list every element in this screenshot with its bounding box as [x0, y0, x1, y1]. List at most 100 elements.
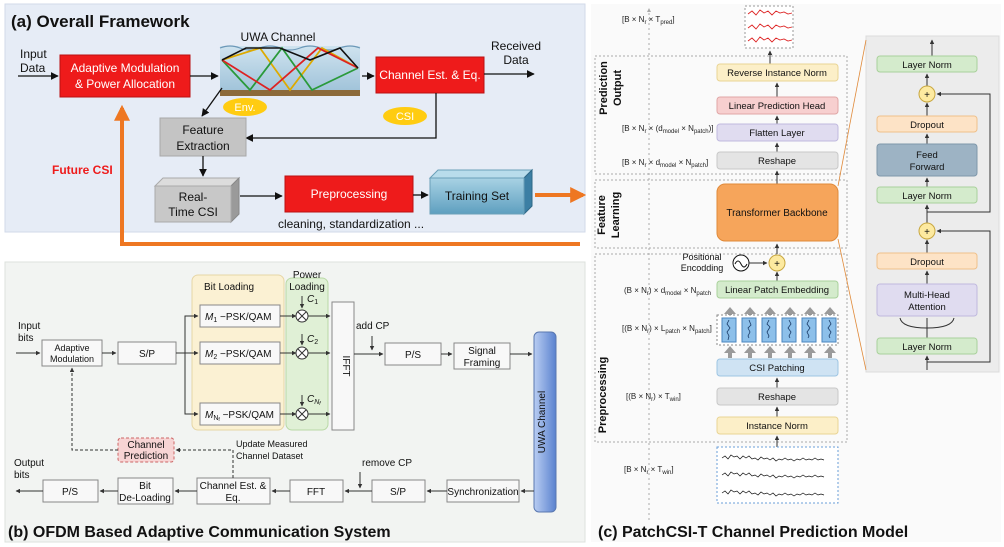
csi-patching-block — [716, 358, 839, 377]
panel-c-title: (c) PatchCSI-T Channel Prediction Model — [598, 524, 908, 541]
reshape-label: Reshape — [758, 156, 796, 167]
prediction-wave-2 — [747, 23, 793, 30]
uwa-channel-block-label: UWA Channel — [537, 391, 548, 453]
arrow-sp-to-mn — [184, 353, 199, 417]
flatten-layer-label: Flatten Layer — [749, 128, 804, 139]
channel-prediction-label-1: Channel — [127, 440, 164, 451]
c2-label: C2 — [307, 334, 318, 346]
bit-deloading-block — [117, 477, 174, 505]
section-feature-frame — [594, 179, 848, 249]
detail-layer-norm-mid — [876, 186, 978, 204]
detail-dropout-mid-label: Dropout — [910, 257, 944, 268]
ps-label: P/S — [405, 350, 421, 361]
linear-prediction-head-label: Linear Prediction Head — [729, 101, 826, 112]
detail-feed-forward-label-2: Forward — [910, 162, 945, 173]
uwa-channel-block — [533, 331, 557, 513]
csi-label: CSI — [396, 111, 414, 123]
realtime-csi-label-1: Real- — [179, 190, 208, 204]
arrow-estimation-to-feature — [245, 93, 437, 142]
detail-add-top-symbol: + — [924, 90, 930, 101]
attention-qkv-inputs — [899, 317, 955, 338]
detail-layer-norm-top — [876, 55, 978, 73]
section-output-label-2: Output — [612, 70, 624, 106]
received-data-label-1: Received — [491, 39, 541, 53]
power-loading-label-2: Loading — [289, 282, 325, 293]
dim-flatten-label: [B × Nr × (dmodel × Npatch)] — [622, 124, 714, 135]
detail-dropout-mid — [876, 252, 978, 270]
env-badge — [223, 98, 267, 116]
signal-framing-label-2: Framing — [464, 358, 501, 369]
power-loading-label-1: Power — [293, 270, 322, 281]
positional-encoding-icon — [732, 254, 750, 272]
reshape2-block — [716, 387, 839, 406]
section-preprocessing-label: Preprocessing — [597, 357, 609, 433]
transformer-backbone-block — [716, 183, 839, 242]
transformer-detail-panel — [865, 35, 1000, 373]
reshape2-label: Reshape — [758, 392, 796, 403]
patch-tiles — [721, 317, 837, 343]
instance-norm-block — [716, 416, 839, 435]
received-data-label-2: Data — [503, 53, 529, 67]
preprocessing-subtitle: cleaning, standardization ... — [278, 217, 424, 231]
channel-prediction-label-2: Prediction — [124, 451, 168, 462]
linear-prediction-head-block — [716, 96, 839, 115]
channel-estimation-box — [375, 56, 485, 94]
signal-framing-block — [453, 342, 511, 370]
update-dataset-label-2: Channel Dataset — [236, 451, 304, 461]
channel-estimation-label: Channel Est. & Eq. — [379, 68, 480, 82]
positional-add-symbol: + — [774, 259, 780, 270]
section-output-label-1: Prediction — [598, 61, 610, 115]
csi-badge — [383, 107, 427, 125]
training-set-box — [428, 168, 534, 216]
bit-loading-label: Bit Loading — [204, 282, 254, 293]
section-feature-label-2: Learning — [610, 192, 622, 238]
output-bits-label-1: Output — [14, 458, 44, 469]
panel-b-title: (b) OFDM Based Adaptive Communication Sy… — [8, 524, 391, 541]
m1-label: M1 −PSK/QAM — [205, 312, 271, 324]
realtime-csi-label-2: Time CSI — [168, 205, 218, 219]
ray-yellow — [221, 46, 359, 92]
adaptive-modulation-box — [59, 54, 191, 98]
adaptive-modulation-block-label-2: Modulation — [50, 354, 94, 364]
c1-label: C1 — [307, 294, 318, 306]
input-wave-3 — [721, 489, 825, 497]
training-set-label: Training Set — [445, 189, 510, 203]
adaptive-modulation-label-2: & Power Allocation — [75, 77, 175, 91]
uwa-channel-illustration: UWA Channel — [219, 30, 361, 96]
ifft-block — [331, 301, 355, 431]
arrow-env-to-feature — [201, 87, 223, 117]
m2-label: M2 −PSK/QAM — [205, 349, 271, 361]
reshape-block — [716, 151, 839, 170]
linear-patch-embedding-block — [716, 280, 839, 299]
bit-deloading-label-1: Bit — [139, 481, 151, 492]
detail-add-mid-symbol: + — [924, 227, 930, 238]
arrow-prediction-to-mod — [69, 367, 118, 451]
output-bits-label-2: bits — [14, 470, 30, 481]
detail-feed-forward-label-1: Feed — [916, 150, 938, 161]
flatten-layer-block — [716, 123, 839, 142]
channel-est-label-2: Eq. — [225, 493, 240, 504]
zoom-line-top — [837, 39, 867, 187]
env-label: Env. — [234, 102, 255, 114]
linear-patch-embedding-label: Linear Patch Embedding — [725, 285, 829, 296]
seabed — [220, 90, 360, 96]
detail-dropout-top — [876, 115, 978, 133]
bit-deloading-label-2: De-Loading — [119, 493, 171, 504]
ifft-label: IFFT — [340, 355, 351, 376]
detail-add-top — [918, 85, 936, 103]
sp-label: S/P — [139, 349, 155, 360]
dim-window-label: [(B × Nr) × Twin] — [626, 392, 681, 403]
adaptive-modulation-block-label-1: Adaptive — [54, 343, 89, 353]
patch-up-arrows-top — [724, 307, 836, 319]
channel-est-block — [196, 477, 271, 505]
detail-layer-norm-top-label: Layer Norm — [902, 60, 952, 71]
detail-feed-forward — [876, 143, 978, 177]
transformer-backbone-label: Transformer Backbone — [726, 208, 828, 219]
positional-encoding-label-1: Positional — [682, 252, 721, 262]
section-feature-label-1: Feature — [596, 195, 608, 235]
cn-label: CNf — [307, 394, 321, 407]
preprocessing-box — [284, 175, 414, 213]
realtime-csi-box — [153, 176, 241, 224]
dim-embedding-label: (B × Nr) × dmodel × Npatch — [624, 286, 711, 297]
input-data-label-2: Data — [20, 61, 46, 75]
